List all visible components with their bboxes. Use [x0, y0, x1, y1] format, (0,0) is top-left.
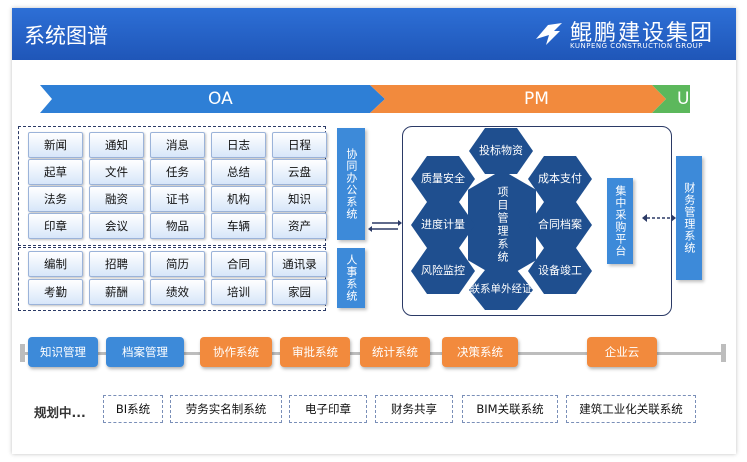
pm-module-contract: 合同档案 — [528, 202, 592, 248]
pm-module-equipment: 设备竣工 — [528, 248, 592, 294]
oa-function-cell: 消息 — [150, 132, 205, 158]
kunpeng-bird-icon — [536, 23, 562, 45]
finance-management-system: 财务管理系统 — [676, 156, 702, 280]
planned-system: 劳务实名制系统 — [170, 395, 282, 423]
planned-system: 电子印章 — [289, 395, 367, 423]
oa-function-cell: 云盘 — [272, 159, 327, 185]
oa-function-cell: 资产 — [272, 213, 327, 239]
module-decision: 决策系统 — [442, 337, 518, 367]
timeline-end-cap — [721, 344, 726, 362]
project-management-system: 项目管理系统 — [468, 170, 536, 280]
collab-office-system: 协同办公系统 — [337, 128, 365, 240]
oa-function-cell: 日志 — [211, 132, 266, 158]
oa-function-cell: 新闻 — [28, 132, 83, 158]
hr-function-cell: 通讯录 — [272, 251, 327, 277]
module-knowledge: 知识管理 — [28, 337, 98, 367]
oa-function-cell: 机构 — [211, 186, 266, 212]
oa-function-cell: 法务 — [28, 186, 83, 212]
timeline-start-cap — [20, 344, 25, 362]
module-collab: 协作系统 — [200, 337, 272, 367]
oa-pm-exchange-arrow — [368, 220, 402, 232]
hr-function-cell: 简历 — [150, 251, 205, 277]
oa-function-cell: 通知 — [89, 132, 144, 158]
oa-function-cell: 总结 — [211, 159, 266, 185]
oa-function-cell: 会议 — [89, 213, 144, 239]
oa-function-cell: 日程 — [272, 132, 327, 158]
planned-system: 建筑工业化关联系统 — [566, 395, 696, 423]
oa-function-cell: 物品 — [150, 213, 205, 239]
pm-module-bidding: 投标物资 — [469, 128, 533, 174]
company-name-cn: 鲲鹏建设集团 — [570, 21, 715, 46]
hr-function-cell: 培训 — [211, 279, 266, 305]
central-purchase-platform: 集中采购平台 — [607, 178, 633, 264]
oa-function-cell: 知识 — [272, 186, 327, 212]
phase-arrows — [40, 85, 690, 113]
oa-function-cell: 任务 — [150, 159, 205, 185]
hr-system: 人事系统 — [337, 248, 365, 308]
module-approval: 审批系统 — [280, 337, 350, 367]
oa-function-cell: 融资 — [89, 186, 144, 212]
hr-function-cell: 合同 — [211, 251, 266, 277]
system-map-slide: 系统图谱 鲲鹏建设集团 KUNPENG CONSTRUCTION GROUP O… — [12, 8, 736, 454]
pm-u8-exchange-arrow — [642, 214, 676, 222]
hr-function-cell: 招聘 — [89, 251, 144, 277]
hr-function-cell: 家园 — [272, 279, 327, 305]
hr-function-cell: 绩效 — [150, 279, 205, 305]
module-cloud: 企业云 — [587, 337, 657, 367]
oa-function-cell: 起草 — [28, 159, 83, 185]
planned-system: BI系统 — [103, 395, 163, 423]
oa-function-cell: 印章 — [28, 213, 83, 239]
phase-arrow-oa — [40, 85, 385, 113]
module-stats: 统计系统 — [360, 337, 430, 367]
header-bar: 系统图谱 鲲鹏建设集团 KUNPENG CONSTRUCTION GROUP — [12, 8, 736, 60]
pm-module-cost: 成本支付 — [528, 156, 592, 202]
page-title: 系统图谱 — [24, 24, 108, 48]
hr-function-cell: 薪酬 — [89, 279, 144, 305]
oa-function-cell: 文件 — [89, 159, 144, 185]
phase-arrow-pm — [370, 85, 666, 113]
module-archive: 档案管理 — [106, 337, 184, 367]
hr-function-cell: 考勤 — [28, 279, 83, 305]
planned-system: BIM关联系统 — [462, 395, 558, 423]
oa-function-cell: 车辆 — [211, 213, 266, 239]
company-logo: 鲲鹏建设集团 KUNPENG CONSTRUCTION GROUP — [534, 15, 724, 55]
planned-system: 财务共享 — [375, 395, 453, 423]
planning-label: 规划中... — [34, 405, 86, 420]
company-name-en: KUNPENG CONSTRUCTION GROUP — [570, 42, 703, 50]
phase-arrow-u8 — [652, 85, 690, 113]
oa-function-cell: 证书 — [150, 186, 205, 212]
hr-function-cell: 编制 — [28, 251, 83, 277]
